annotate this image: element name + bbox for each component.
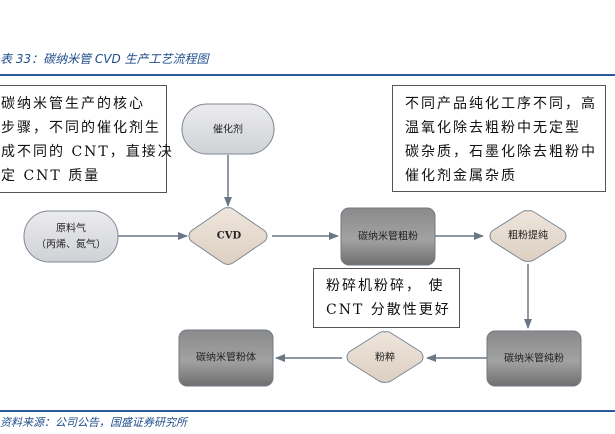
node-pure-powder: 碳纳米管纯粉: [486, 330, 582, 387]
note-line: 碳杂质，石墨化除去粗粉中: [405, 144, 597, 160]
top-rule: [0, 74, 615, 76]
node-raw-gas-label-1: 原料气: [56, 222, 86, 235]
note-cvd-core: 碳纳米管生产的核心 步骤，不同的催化剂生 成不同的 CNT，直接决 定 CNT …: [0, 85, 174, 193]
note-line: 碳纳米管生产的核心: [1, 96, 145, 112]
node-purify-label: 粗粉提纯: [508, 229, 548, 242]
node-grind-label: 粉粹: [375, 351, 395, 364]
figure-title: 表 33：碳纳米管 CVD 生产工艺流程图: [0, 52, 209, 66]
node-final-powder-label: 碳纳米管粉体: [196, 351, 256, 364]
note-line: 催化剂金属杂质: [405, 168, 517, 184]
source-note: 资料来源：公司公告，国盛证券研究所: [0, 416, 187, 429]
node-catalyst-label: 催化剂: [213, 123, 243, 136]
node-catalyst: 催化剂: [181, 103, 275, 155]
note-line: 不同产品纯化工序不同，高: [405, 96, 597, 112]
node-final-powder: 碳纳米管粉体: [178, 329, 274, 387]
note-line: CNT 分散性更好: [326, 302, 451, 318]
node-pure-powder-label: 碳纳米管纯粉: [504, 352, 564, 365]
note-line: 温氧化除去粗粉中无定型: [405, 120, 581, 136]
note-purification: 不同产品纯化工序不同，高 温氧化除去粗粉中无定型 碳杂质，石墨化除去粗粉中 催化…: [392, 85, 606, 192]
node-crude-powder-label: 碳纳米管粗粉: [358, 230, 418, 243]
node-raw-gas-label-2: （丙烯、氮气）: [36, 238, 106, 251]
bottom-rule: [0, 410, 615, 412]
node-grind: 粉粹: [346, 331, 424, 383]
note-line: 成不同的 CNT，直接决: [1, 144, 174, 160]
node-purify: 粗粉提纯: [489, 210, 567, 262]
node-cvd: CVD: [188, 207, 268, 265]
node-crude-powder: 碳纳米管粗粉: [340, 207, 436, 266]
node-raw-gas: 原料气 （丙烯、氮气）: [23, 210, 119, 263]
note-line: 粉碎机粉碎， 使: [326, 278, 445, 294]
note-line: 定 CNT 质量: [1, 168, 101, 184]
note-line: 步骤，不同的催化剂生: [1, 120, 161, 136]
note-grinding: 粉碎机粉碎， 使 CNT 分散性更好: [313, 268, 460, 328]
node-cvd-label: CVD: [217, 231, 242, 242]
